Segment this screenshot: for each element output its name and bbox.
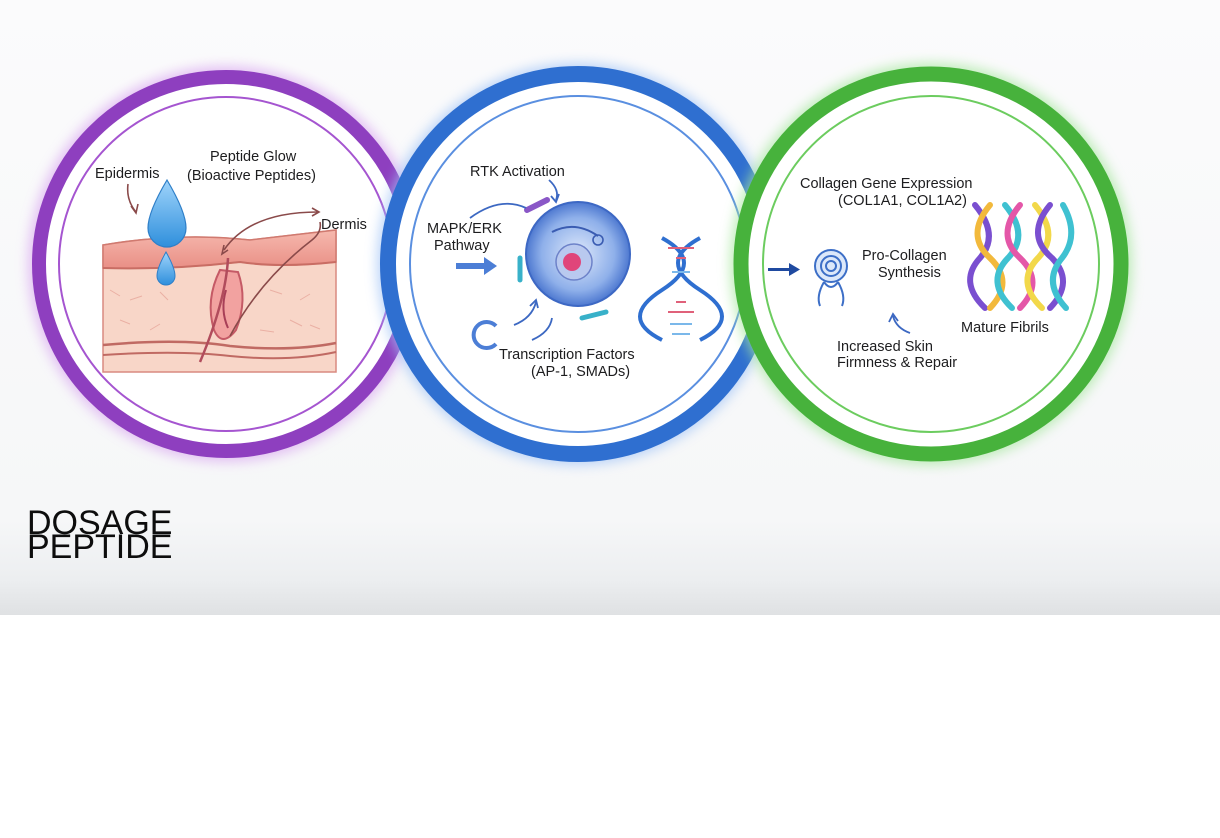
hero-image: Epidermis Peptide Glow (Bioactive Peptid… (0, 0, 1220, 615)
pro-collagen-icon (814, 249, 848, 307)
droplet-icon (147, 178, 187, 286)
label-rtk-activation: RTK Activation (470, 164, 565, 180)
label-bioactive-peptides: (Bioactive Peptides) (187, 168, 316, 184)
label-ap1-smads: (AP-1, SMADs) (531, 364, 630, 380)
label-transcription-factors: Transcription Factors (499, 347, 635, 363)
skin-cross-section (102, 229, 337, 373)
label-epidermis: Epidermis (95, 166, 159, 182)
label-firmness-repair: Firmness & Repair (837, 355, 957, 371)
circle-collagen (730, 63, 1132, 465)
label-synthesis: Synthesis (878, 265, 941, 281)
right-arrow-icon (768, 263, 800, 276)
dna-icon (638, 236, 724, 342)
overlay-title-dosage: DOSAGE (27, 504, 173, 542)
peptide-pathway-diagram: Epidermis Peptide Glow (Bioactive Peptid… (28, 63, 1132, 465)
label-pro-collagen: Pro-Collagen (862, 248, 947, 264)
label-peptide-glow: Peptide Glow (210, 149, 297, 165)
arrow-icon (126, 183, 322, 337)
label-mature-fibrils: Mature Fibrils (961, 320, 1049, 336)
label-increased-skin: Increased Skin (837, 339, 933, 355)
label-mapk-erk: MAPK/ERK (427, 221, 502, 237)
arrow-icon (888, 312, 911, 334)
right-arrow-icon (456, 257, 497, 275)
collagen-fibrils-icon (967, 202, 1075, 311)
label-col1a1-col1a2: (COL1A1, COL1A2) (838, 193, 967, 209)
label-collagen-gene-expression: Collagen Gene Expression (800, 176, 973, 192)
arrow-icon (469, 179, 560, 341)
overlay-title-peptide: PEPTIDE (27, 528, 173, 566)
c-shape-icon (471, 320, 498, 350)
label-dermis: Dermis (321, 217, 367, 233)
label-pathway: Pathway (434, 238, 490, 254)
cell-icon (517, 197, 631, 321)
